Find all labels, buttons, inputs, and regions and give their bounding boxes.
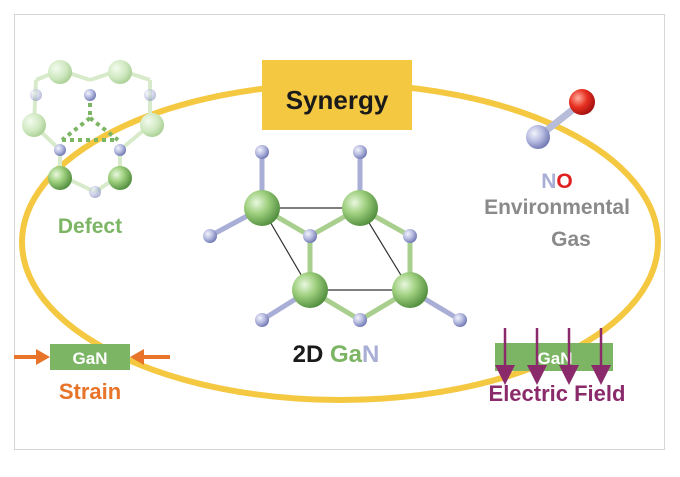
no-molecule-icon bbox=[526, 89, 595, 149]
defect-lattice-icon bbox=[22, 60, 164, 198]
field-gan-label: GaN bbox=[538, 349, 573, 368]
electric-field-label: Electric Field bbox=[489, 381, 626, 406]
electric-field-icon: GaN bbox=[495, 328, 613, 385]
strain-icon: GaN bbox=[14, 344, 170, 370]
strain-right-arrow-icon bbox=[130, 349, 144, 365]
gan-center-label: 2D GaN bbox=[293, 341, 380, 368]
strain-gan-label: GaN bbox=[73, 349, 108, 368]
strain-label: Strain bbox=[59, 379, 121, 404]
gas-label: Gas bbox=[551, 228, 591, 251]
defect-label: Defect bbox=[58, 215, 122, 238]
gas-formula-label: NO bbox=[541, 170, 573, 193]
environmental-label: Environmental bbox=[484, 196, 630, 219]
strain-left-arrow-icon bbox=[36, 349, 50, 365]
gan-crystal-icon bbox=[203, 145, 467, 327]
synergy-title: Synergy bbox=[286, 85, 389, 115]
synergy-title-box: Synergy bbox=[262, 60, 412, 130]
